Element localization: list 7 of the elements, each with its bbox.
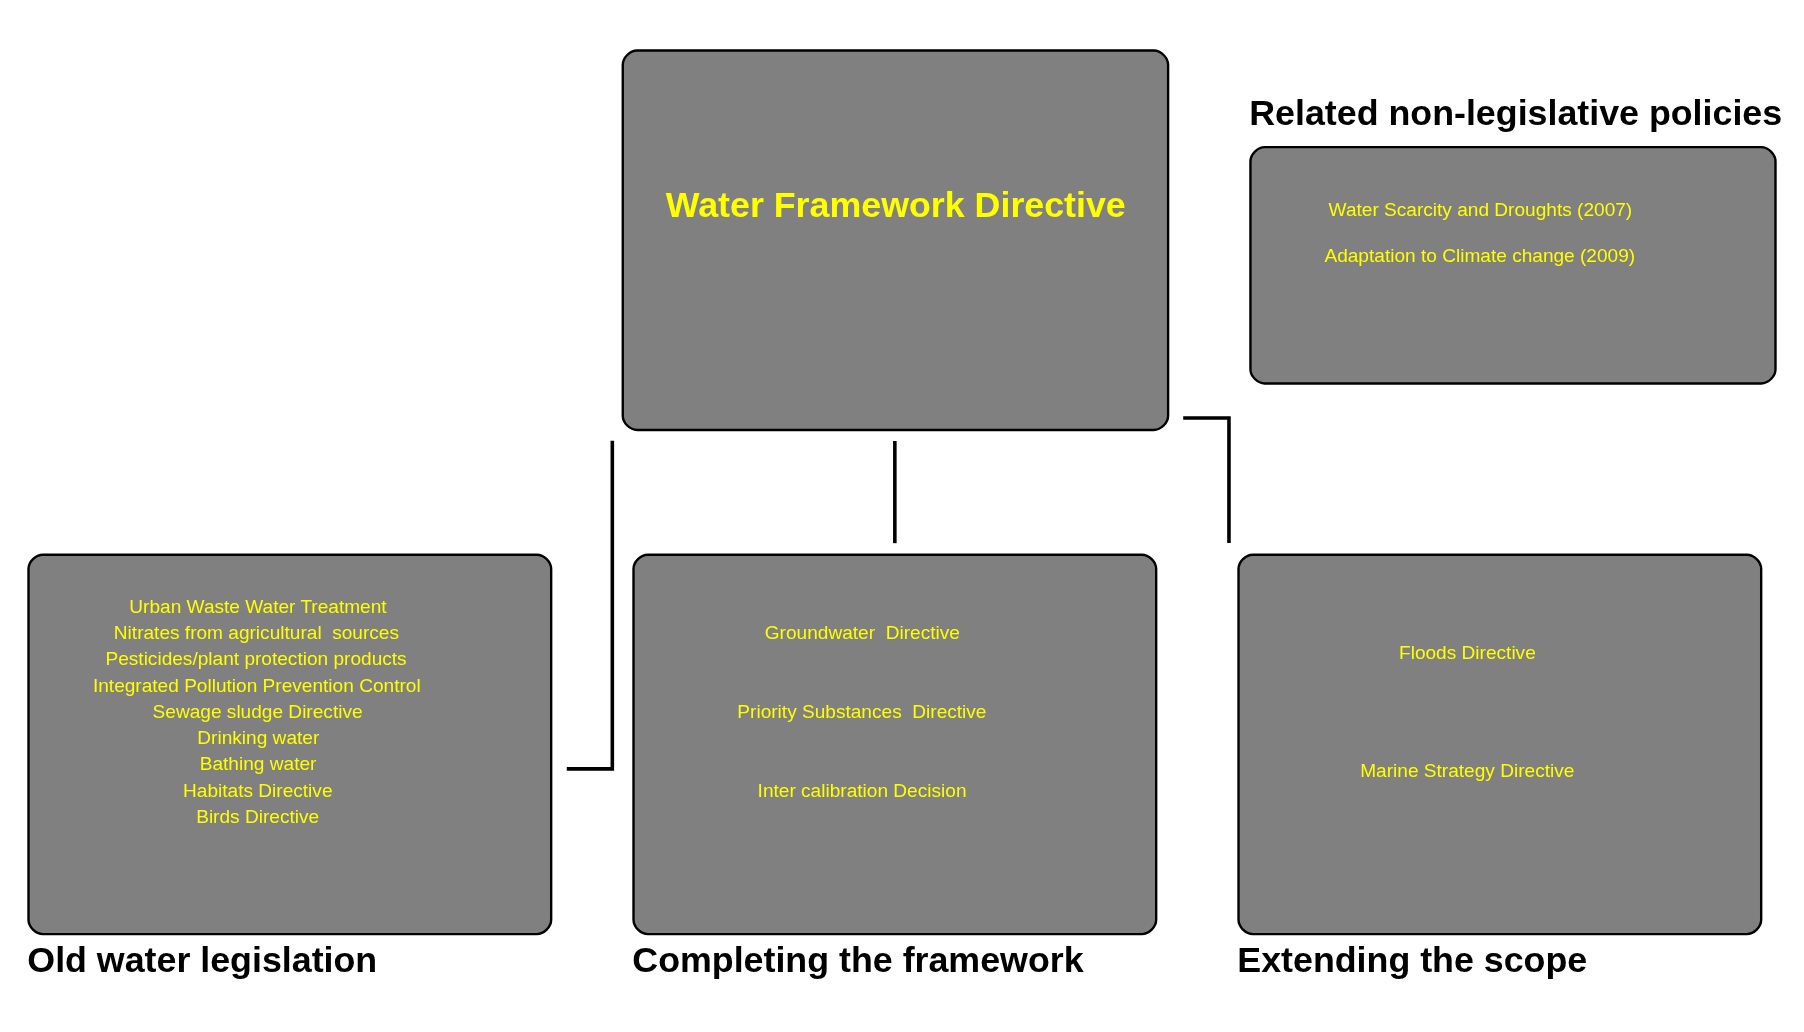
connector (1183, 415, 1231, 543)
node-label: Old water legislation (27, 939, 378, 980)
node-label: Completing the framework (632, 939, 1084, 980)
node-label: Related non-legislative policies (1249, 92, 1783, 132)
connector (893, 440, 897, 543)
connector (566, 440, 615, 771)
node-label: Extending the scope (1237, 939, 1588, 980)
